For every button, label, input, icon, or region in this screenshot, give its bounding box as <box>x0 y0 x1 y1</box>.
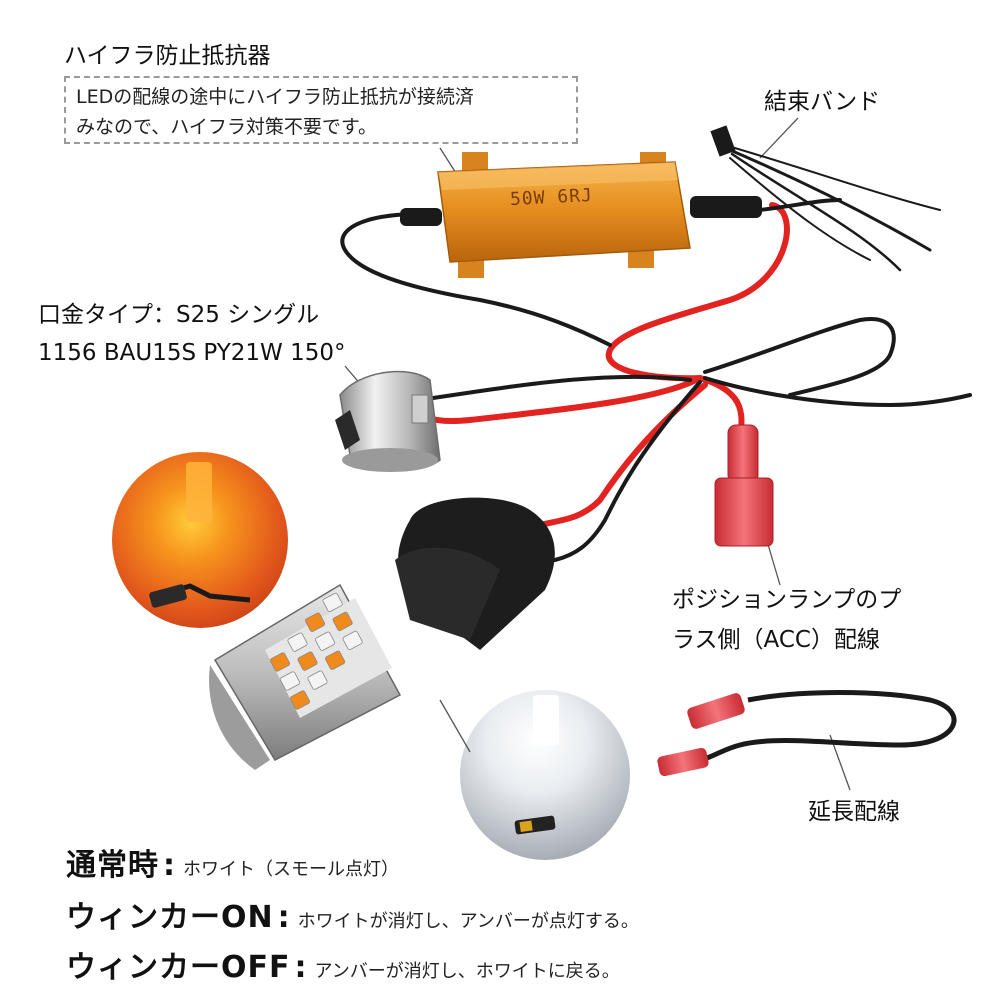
white-glow-photo <box>460 690 630 860</box>
resistor-note: LEDの配線の途中にハイフラ防止抵抗が接続済 みなので、ハイフラ対策不要です。 <box>64 76 578 144</box>
led-chip <box>287 632 308 652</box>
load-resistor <box>400 152 762 278</box>
position-wire-label: ポジションランプのプ ラス側（ACC）配線 <box>672 580 901 660</box>
base-type-line1: 口金タイプ：S25 シングル <box>38 302 320 328</box>
led-chip <box>289 690 311 710</box>
mode-normal-head: 通常時 <box>66 848 159 883</box>
mode-turn-off-head: ウィンカーOFF <box>66 950 291 985</box>
mode-normal: 通常時:ホワイト（スモール点灯） <box>66 848 399 883</box>
led-chip <box>325 650 346 670</box>
mode-normal-desc: ホワイト（スモール点灯） <box>183 859 399 880</box>
led-chip <box>342 630 363 650</box>
bulb-socket-1156 <box>335 370 441 472</box>
mode-turn-on-desc: ホワイトが消灯し、アンバーが点灯する。 <box>297 911 639 932</box>
position-wire-connector <box>714 424 774 547</box>
led-chip <box>332 611 353 631</box>
mode-turn-off: ウィンカーOFF:アンバーが消灯し、ホワイトに戻る。 <box>66 950 620 985</box>
led-chip <box>315 631 336 651</box>
led-chip <box>307 670 328 690</box>
led-chip <box>279 671 301 691</box>
resistor-note-line1: LEDの配線の途中にハイフラ防止抵抗が接続済 <box>76 86 474 108</box>
led-chip <box>322 592 343 612</box>
led-chip-grid <box>269 592 363 710</box>
mode-turn-off-desc: アンバーが消灯し、ホワイトに戻る。 <box>314 961 620 982</box>
led-chip <box>297 651 318 671</box>
extension-wire <box>657 690 957 777</box>
resistor-title: ハイフラ防止抵抗器 <box>64 43 271 69</box>
position-wire-line2: ラス側（ACC）配線 <box>672 627 880 653</box>
led-bulb <box>209 497 555 770</box>
position-wire-line1: ポジションランプのプ <box>672 587 902 613</box>
black-wires <box>340 198 972 562</box>
base-type-line2: 1156 BAU15S PY21W 150° <box>38 340 346 366</box>
extension-label: 延長配線 <box>808 799 900 825</box>
cable-tie <box>710 125 941 272</box>
resistor-note-line2: みなので、ハイフラ対策不要です。 <box>76 116 377 138</box>
mode-turn-on: ウィンカーON:ホワイトが消灯し、アンバーが点灯する。 <box>66 900 639 935</box>
led-chip <box>305 612 326 632</box>
cable-tie-label: 結束バンド <box>764 89 881 115</box>
mode-turn-on-head: ウィンカーON <box>66 900 274 935</box>
resistor-marking: 50W 6RJ <box>509 184 594 211</box>
amber-glow-photo <box>112 452 288 628</box>
led-chip <box>269 652 291 672</box>
base-type-label: 口金タイプ：S25 シングル 1156 BAU15S PY21W 150° <box>38 296 346 372</box>
